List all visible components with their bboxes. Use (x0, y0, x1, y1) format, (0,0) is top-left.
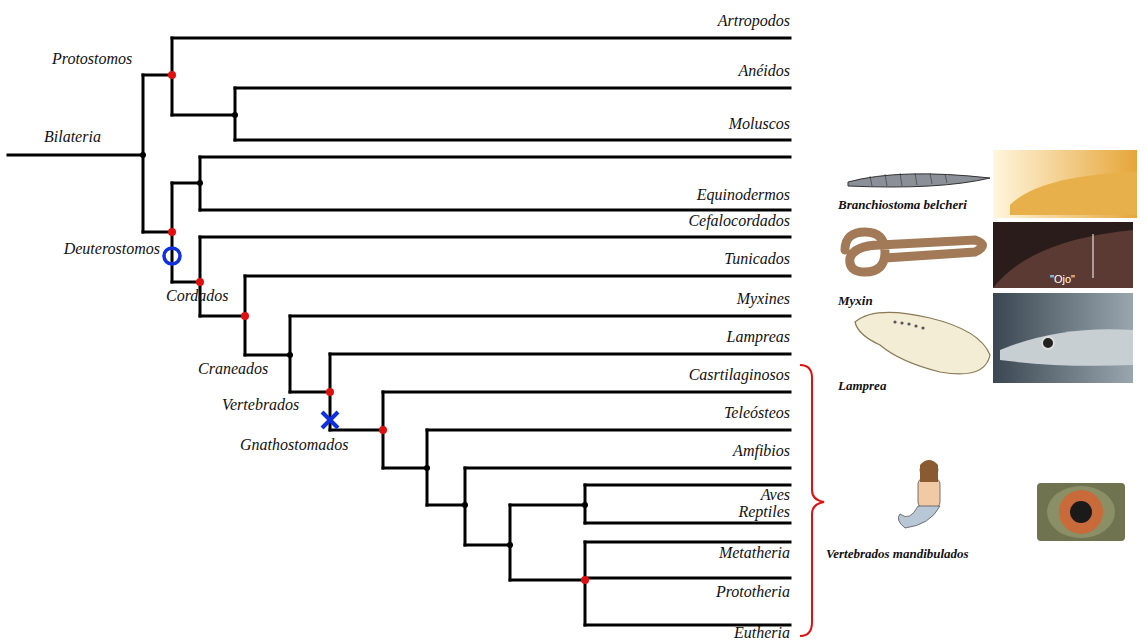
taxon-label: Myxines (737, 290, 790, 308)
taxon-label: Artropodos (718, 12, 790, 30)
taxon-label: Aves (761, 486, 790, 504)
clade-label: Gnathostomados (240, 436, 348, 454)
taxon-label: Lampreas (727, 328, 790, 346)
clade-label: Craneados (198, 360, 268, 378)
clade-label: Vertebrados (222, 396, 299, 414)
taxon-label: Cefalocordados (688, 212, 790, 230)
taxon-label: Reptiles (738, 503, 790, 521)
species-caption: Lamprea (838, 377, 886, 395)
species-caption: Branchiostoma belcheri (838, 196, 967, 214)
taxon-label: Amfibios (733, 442, 790, 460)
clade-label: Cordados (166, 287, 229, 305)
taxon-label: Prototheria (716, 583, 790, 601)
group-caption: Vertebrados mandibulados (826, 545, 969, 563)
taxon-label: Tunicados (724, 250, 790, 268)
taxon-label: Eutheria (734, 624, 790, 642)
taxon-label: Moluscos (729, 115, 790, 133)
taxon-label: Equinodermos (697, 186, 790, 204)
species-caption: Myxin (838, 292, 873, 310)
photo-annotation: "Ojo" (1050, 270, 1075, 288)
taxon-label: Teleósteos (724, 404, 790, 422)
clade-label: Protostomos (52, 50, 132, 68)
clade-label: Bilateria (44, 128, 101, 146)
taxon-label: Metatheria (719, 544, 790, 562)
clade-label: Deuterostomos (64, 240, 160, 258)
taxon-label: Anéidos (738, 62, 790, 80)
taxon-label: Casrtilaginosos (689, 366, 790, 384)
